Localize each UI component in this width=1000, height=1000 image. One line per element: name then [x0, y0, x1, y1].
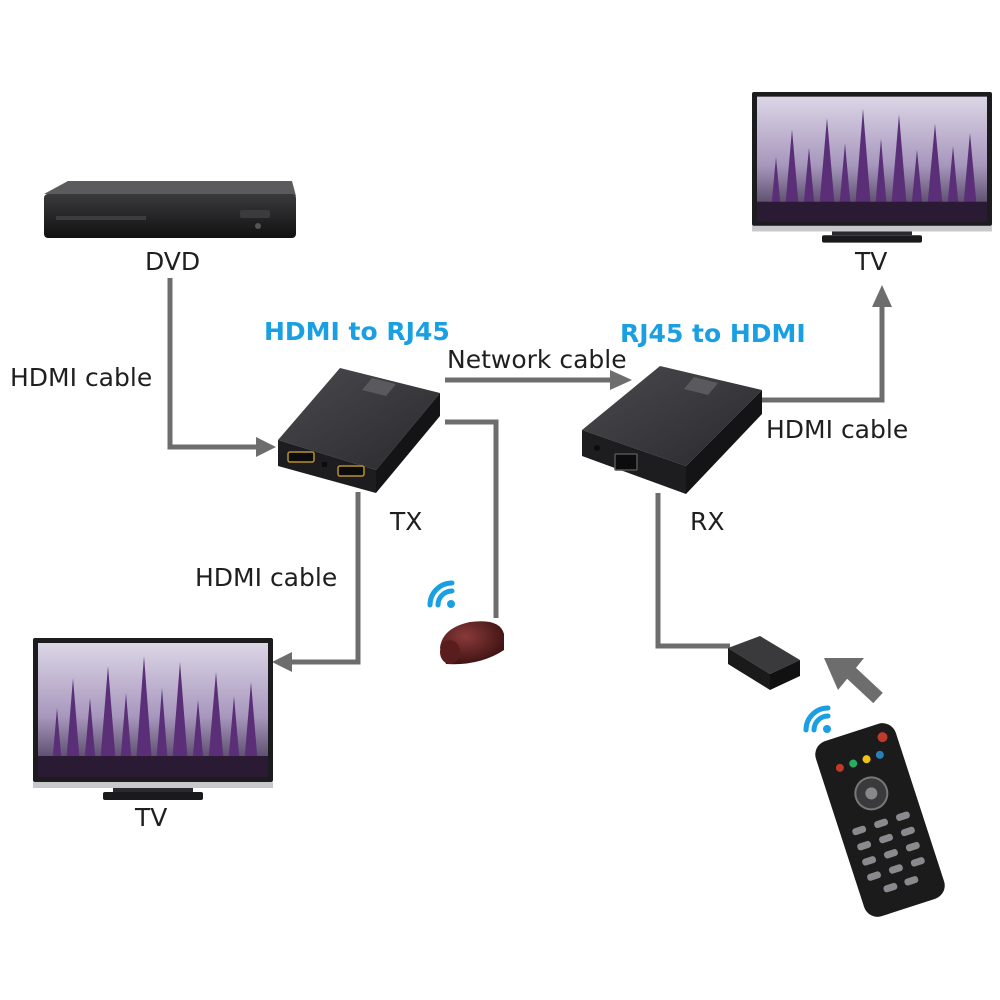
tv-bottom-icon — [33, 638, 273, 800]
hdmi-extender-rx-icon — [582, 366, 762, 494]
network-cable-label: Network cable — [447, 345, 627, 374]
tx-label: TX — [389, 507, 422, 536]
tv-top-label: TV — [854, 247, 887, 276]
arrow-icon — [824, 658, 883, 704]
wire-rx-to-ir-receiver — [655, 493, 730, 649]
wireless-signal-icon — [806, 708, 831, 733]
wire-tx-to-ir-emitter — [445, 419, 499, 618]
bluray-player-icon — [44, 181, 296, 238]
wire-network — [445, 370, 632, 390]
hdmi-cable-rx-tv-label: HDMI cable — [766, 415, 908, 444]
wire-dvd-to-tx — [167, 278, 276, 457]
wire-tx-to-tv — [272, 492, 361, 672]
hdmi-extender-tx-icon — [278, 368, 440, 493]
hdmi-cable-tx-tv-label: HDMI cable — [195, 563, 337, 592]
tv-bottom-label: TV — [134, 803, 167, 832]
wireless-signal-icon — [430, 583, 455, 608]
remote-control-icon — [815, 723, 945, 917]
ir-receiver-icon — [728, 636, 800, 690]
tx-title: HDMI to RJ45 — [264, 317, 450, 346]
dvd-label: DVD — [145, 247, 200, 276]
ir-emitter-icon — [440, 621, 504, 665]
tv-top-icon — [752, 92, 992, 243]
rx-label: RX — [690, 507, 725, 536]
wire-rx-to-tv — [762, 285, 892, 403]
hdmi-cable-dvd-label: HDMI cable — [10, 363, 152, 392]
rx-title: RJ45 to HDMI — [620, 319, 806, 348]
